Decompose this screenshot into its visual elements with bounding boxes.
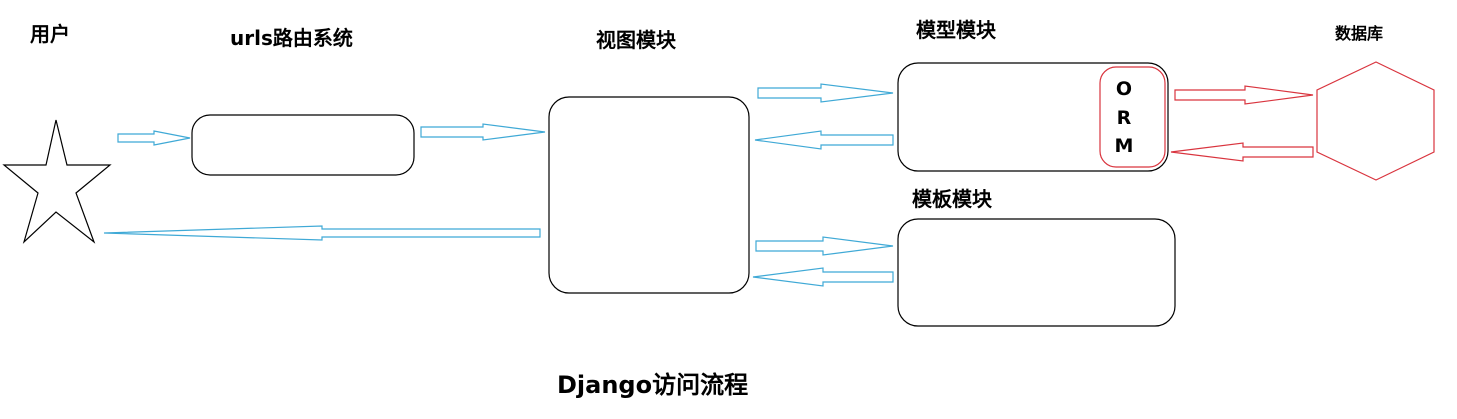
urls-router-box: [191, 114, 415, 176]
arrow-templates-to-views: [752, 267, 894, 287]
views-box: [548, 96, 750, 294]
templates-box: [897, 218, 1176, 327]
label-templates: 模板模块: [912, 187, 992, 211]
orm-box: [1099, 66, 1166, 168]
label-models: 模型模块: [916, 18, 996, 42]
label-user: 用户: [30, 22, 70, 46]
user-star-icon: [2, 119, 112, 244]
label-views: 视图模块: [596, 28, 676, 52]
arrow-views-to-models: [757, 83, 894, 103]
arrow-views-to-user: [103, 225, 541, 241]
arrow-orm-to-database: [1174, 85, 1314, 105]
arrow-database-to-orm: [1170, 142, 1314, 162]
arrow-user-to-urls: [117, 130, 191, 146]
orm-letter-r: R: [1117, 107, 1132, 129]
orm-letter-m: M: [1115, 135, 1134, 157]
arrow-models-to-views: [754, 130, 894, 150]
label-database: 数据库: [1335, 24, 1384, 43]
arrow-views-to-templates: [755, 236, 894, 256]
label-urls-router: urls路由系统: [230, 26, 353, 50]
diagram-title: Django访问流程: [557, 371, 749, 399]
orm-letter-o: O: [1116, 78, 1132, 100]
database-hexagon-icon: [1316, 61, 1435, 181]
arrow-urls-to-views: [420, 123, 546, 141]
